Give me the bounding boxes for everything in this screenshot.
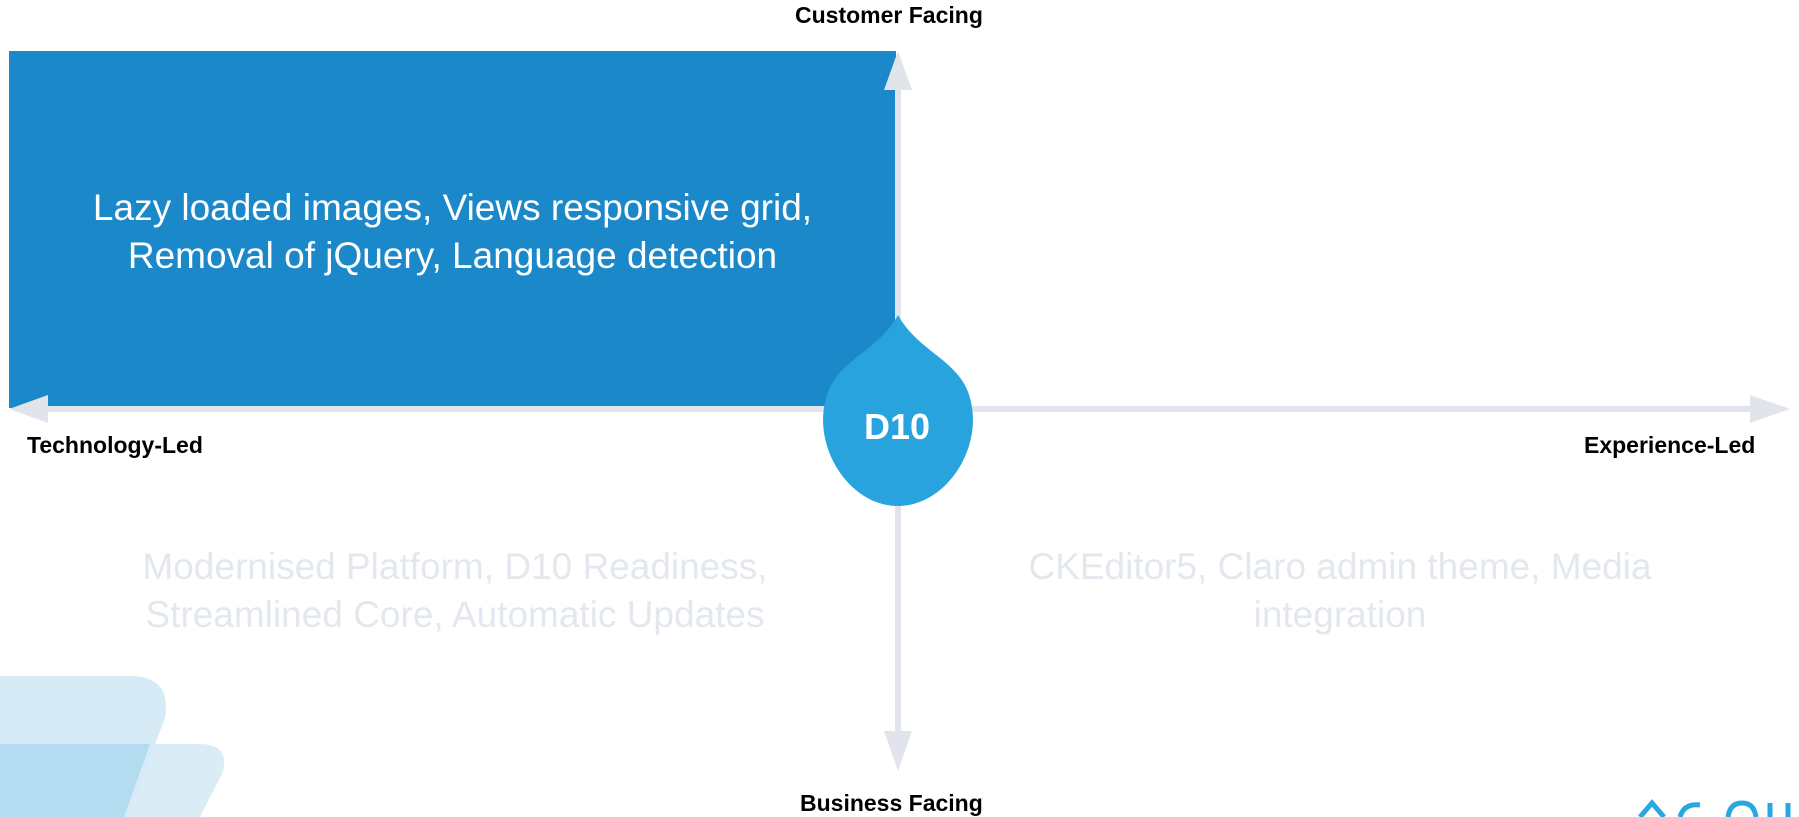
quadrant-highlight-top-left — [9, 51, 896, 408]
quadrant-bottom-left-line-1: Modernised Platform, D10 Readiness, — [142, 546, 768, 587]
quadrant-top-left-line-1: Lazy loaded images, Views responsive gri… — [92, 187, 813, 228]
quadrant-bottom-left-line-2: Streamlined Core, Automatic Updates — [145, 594, 765, 635]
quadrant-top-left-line-2: Removal of jQuery, Language detection — [127, 235, 778, 276]
quadrant-bottom-right-text: CKEditor5, Claro admin theme, Media inte… — [940, 543, 1740, 639]
axis-label-right: Experience-Led — [1584, 432, 1756, 458]
axis-label-bottom: Business Facing — [800, 790, 983, 816]
arrow-up-icon — [884, 51, 912, 90]
arrow-right-icon — [1750, 395, 1790, 423]
axis-label-left: Technology-Led — [27, 432, 203, 458]
drop-icon — [823, 315, 973, 506]
arrow-left-icon — [9, 395, 48, 423]
center-badge-label: D10 — [863, 406, 931, 447]
quadrant-bottom-right-line-1: CKEditor5, Claro admin theme, Media — [1028, 546, 1652, 587]
arrow-down-icon — [884, 731, 912, 771]
quadrant-bottom-left-text: Modernised Platform, D10 Readiness, Stre… — [60, 543, 850, 639]
quadrant-top-left-text: Lazy loaded images, Views responsive gri… — [9, 184, 896, 280]
decor-shape-overlap — [0, 744, 150, 817]
axis-label-top: Customer Facing — [795, 2, 983, 28]
quadrant-bottom-right-line-2: integration — [1253, 594, 1427, 635]
